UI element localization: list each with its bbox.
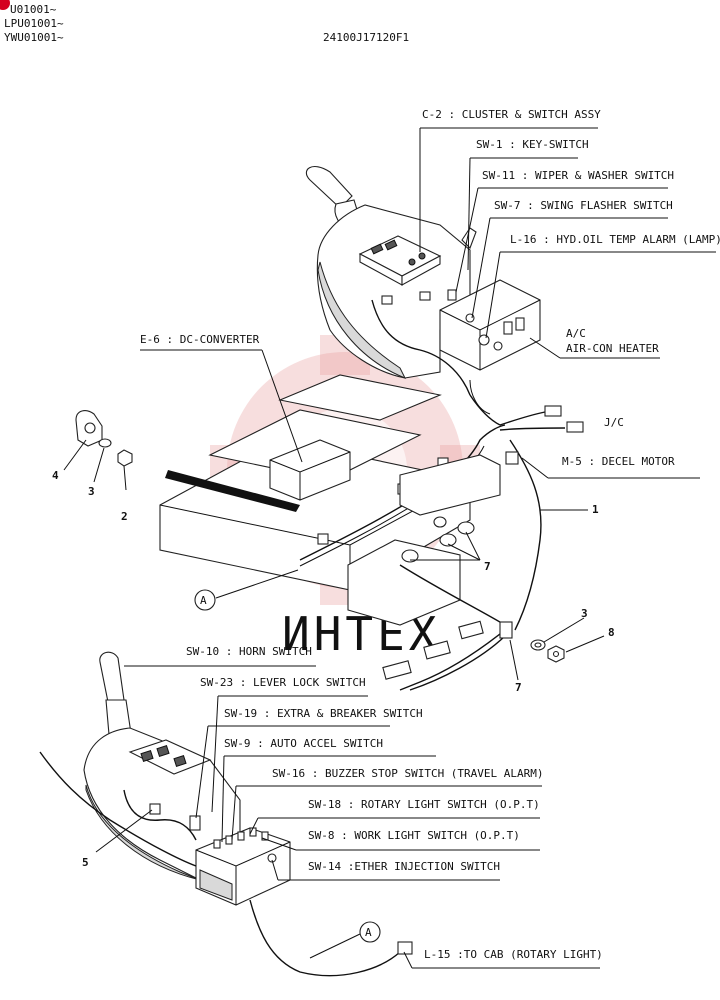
lower-leader-lines <box>95 665 600 969</box>
leader-m5 <box>521 457 549 479</box>
callout-sw18-rotary-light-switch: SW-18 : ROTARY LIGHT SWITCH (O.P.T) <box>308 798 540 811</box>
marker-a-bottom: A <box>365 926 372 939</box>
marker-a-bottom-circle <box>359 921 381 943</box>
part-number-3-left: 3 <box>88 485 95 498</box>
lower-harness-connectors <box>382 564 519 691</box>
callout-jc: J/C <box>604 416 624 429</box>
callout-sw1-key-switch: SW-1 : KEY-SWITCH <box>476 138 589 151</box>
callout-sw9-auto-accel-switch: SW-9 : AUTO ACCEL SWITCH <box>224 737 383 750</box>
nut-washer-right <box>530 617 605 663</box>
callout-sw19-extra-breaker-switch: SW-19 : EXTRA & BREAKER SWITCH <box>224 707 423 720</box>
callout-sw10-horn-switch: SW-10 : HORN SWITCH <box>186 645 312 658</box>
part-number-4: 4 <box>52 469 59 482</box>
marker-a-top-leader <box>215 569 299 599</box>
marker-a-top-circle <box>194 589 216 611</box>
part-number-1: 1 <box>592 503 599 516</box>
floor-frame-assembly <box>159 374 506 626</box>
upper-leader-lines <box>419 127 716 359</box>
callout-m5-decel-motor: M-5 : DECEL MOTOR <box>562 455 675 468</box>
callout-sw7-swing-flasher-switch: SW-7 : SWING FLASHER SWITCH <box>494 199 673 212</box>
callout-l16-hyd-oil-temp-alarm: L-16 : HYD.OIL TEMP ALARM (LAMP) <box>510 233 720 246</box>
clamp-group-7 <box>401 516 481 563</box>
callout-c2-cluster-switch-assy: C-2 : CLUSTER & SWITCH ASSY <box>422 108 601 121</box>
callout-sw8-work-light-switch: SW-8 : WORK LIGHT SWITCH (O.P.T) <box>308 829 520 842</box>
callout-sw16-buzzer-stop-switch: SW-16 : BUZZER STOP SWITCH (TRAVEL ALARM… <box>272 767 544 780</box>
marker-a-top: A <box>200 594 207 607</box>
callout-air-con-heater: AIR-CON HEATER <box>566 342 659 355</box>
part-number-3-right: 3 <box>581 607 588 620</box>
serial-range-1: U01001~ <box>10 3 57 16</box>
leader-e6 <box>261 349 303 463</box>
callout-sw11-wiper-washer-switch: SW-11 : WIPER & WASHER SWITCH <box>482 169 674 182</box>
callout-ac: A/C <box>566 327 586 340</box>
serial-range-3: YWU01001~ <box>4 31 64 44</box>
corner-marker-icon <box>0 0 10 10</box>
part-number-8: 8 <box>608 626 615 639</box>
jc-harness <box>499 405 584 631</box>
part-number-7-upper: 7 <box>484 560 491 573</box>
part-number-2: 2 <box>121 510 128 523</box>
part-number-7-lower: 7 <box>515 681 522 694</box>
left-console-assembly <box>39 651 413 977</box>
right-console-assembly <box>305 166 541 426</box>
marker-a-bottom-leader <box>309 933 361 959</box>
callout-e6-dc-converter: E-6 : DC-CONVERTER <box>140 333 260 346</box>
bracket-bolt-left <box>63 410 133 491</box>
drawing-number: 24100J17120F1 <box>323 31 409 44</box>
part-number-5: 5 <box>82 856 89 869</box>
serial-range-2: LPU01001~ <box>4 17 64 30</box>
callout-sw14-ether-injection-switch: SW-14 :ETHER INJECTION SWITCH <box>308 860 500 873</box>
callout-sw23-lever-lock-switch: SW-23 : LEVER LOCK SWITCH <box>200 676 366 689</box>
callout-l15-to-cab-rotary-light: L-15 :TO CAB (ROTARY LIGHT) <box>424 948 603 961</box>
